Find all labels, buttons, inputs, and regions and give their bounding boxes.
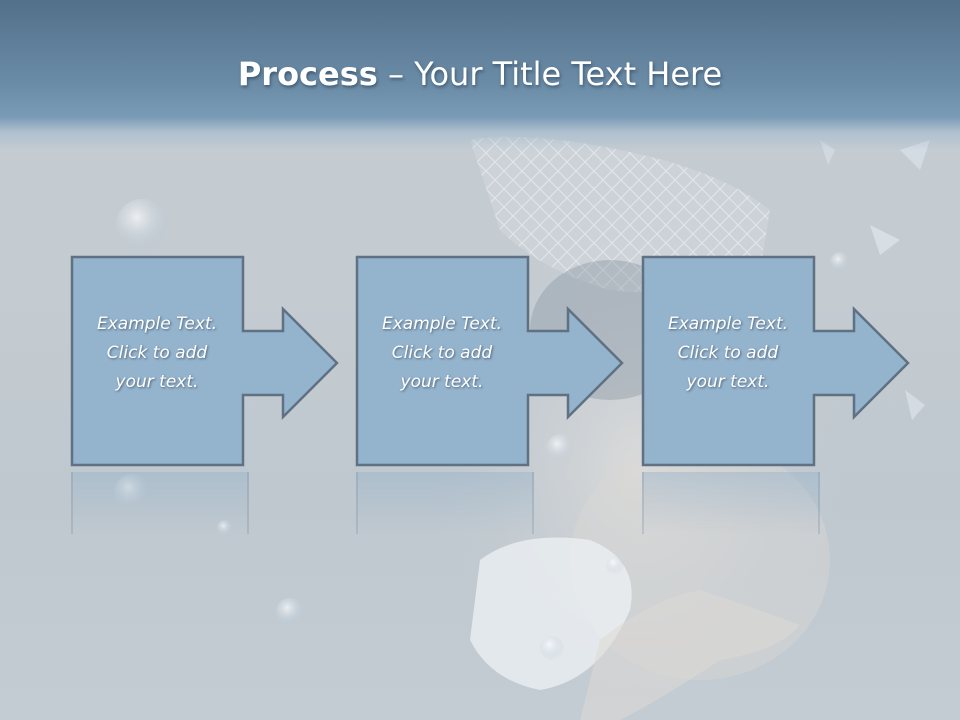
- step-3-line-1: Example Text.: [667, 314, 789, 334]
- step-1-line-3: your text.: [115, 372, 199, 392]
- step-1-line-1: Example Text.: [96, 314, 218, 334]
- title-rest: – Your Title Text Here: [377, 55, 723, 93]
- step-1-text: Example Text. Click to add your text.: [71, 310, 243, 397]
- step-1-arrow-shape: [70, 255, 339, 467]
- title-bold: Process: [237, 55, 378, 93]
- step-3-line-3: your text.: [686, 372, 770, 392]
- step-2-reflection: [356, 472, 534, 534]
- step-3-text: Example Text. Click to add your text.: [642, 310, 814, 397]
- step-2-line-1: Example Text.: [381, 314, 503, 334]
- process-step-1[interactable]: Example Text. Click to add your text.: [70, 255, 343, 470]
- step-2-line-3: your text.: [400, 372, 484, 392]
- process-step-2[interactable]: Example Text. Click to add your text.: [355, 255, 628, 470]
- process-step-3[interactable]: Example Text. Click to add your text.: [641, 255, 914, 470]
- step-2-text: Example Text. Click to add your text.: [356, 310, 528, 397]
- slide-title[interactable]: Process – Your Title Text Here: [0, 52, 960, 96]
- step-2-arrow-shape: [355, 255, 624, 467]
- step-1-line-2: Click to add: [106, 343, 208, 363]
- step-2-line-2: Click to add: [391, 343, 493, 363]
- step-3-arrow-shape: [641, 255, 910, 467]
- step-1-reflection: [71, 472, 249, 534]
- step-3-reflection: [642, 472, 820, 534]
- title-band: [0, 0, 960, 150]
- step-3-line-2: Click to add: [677, 343, 779, 363]
